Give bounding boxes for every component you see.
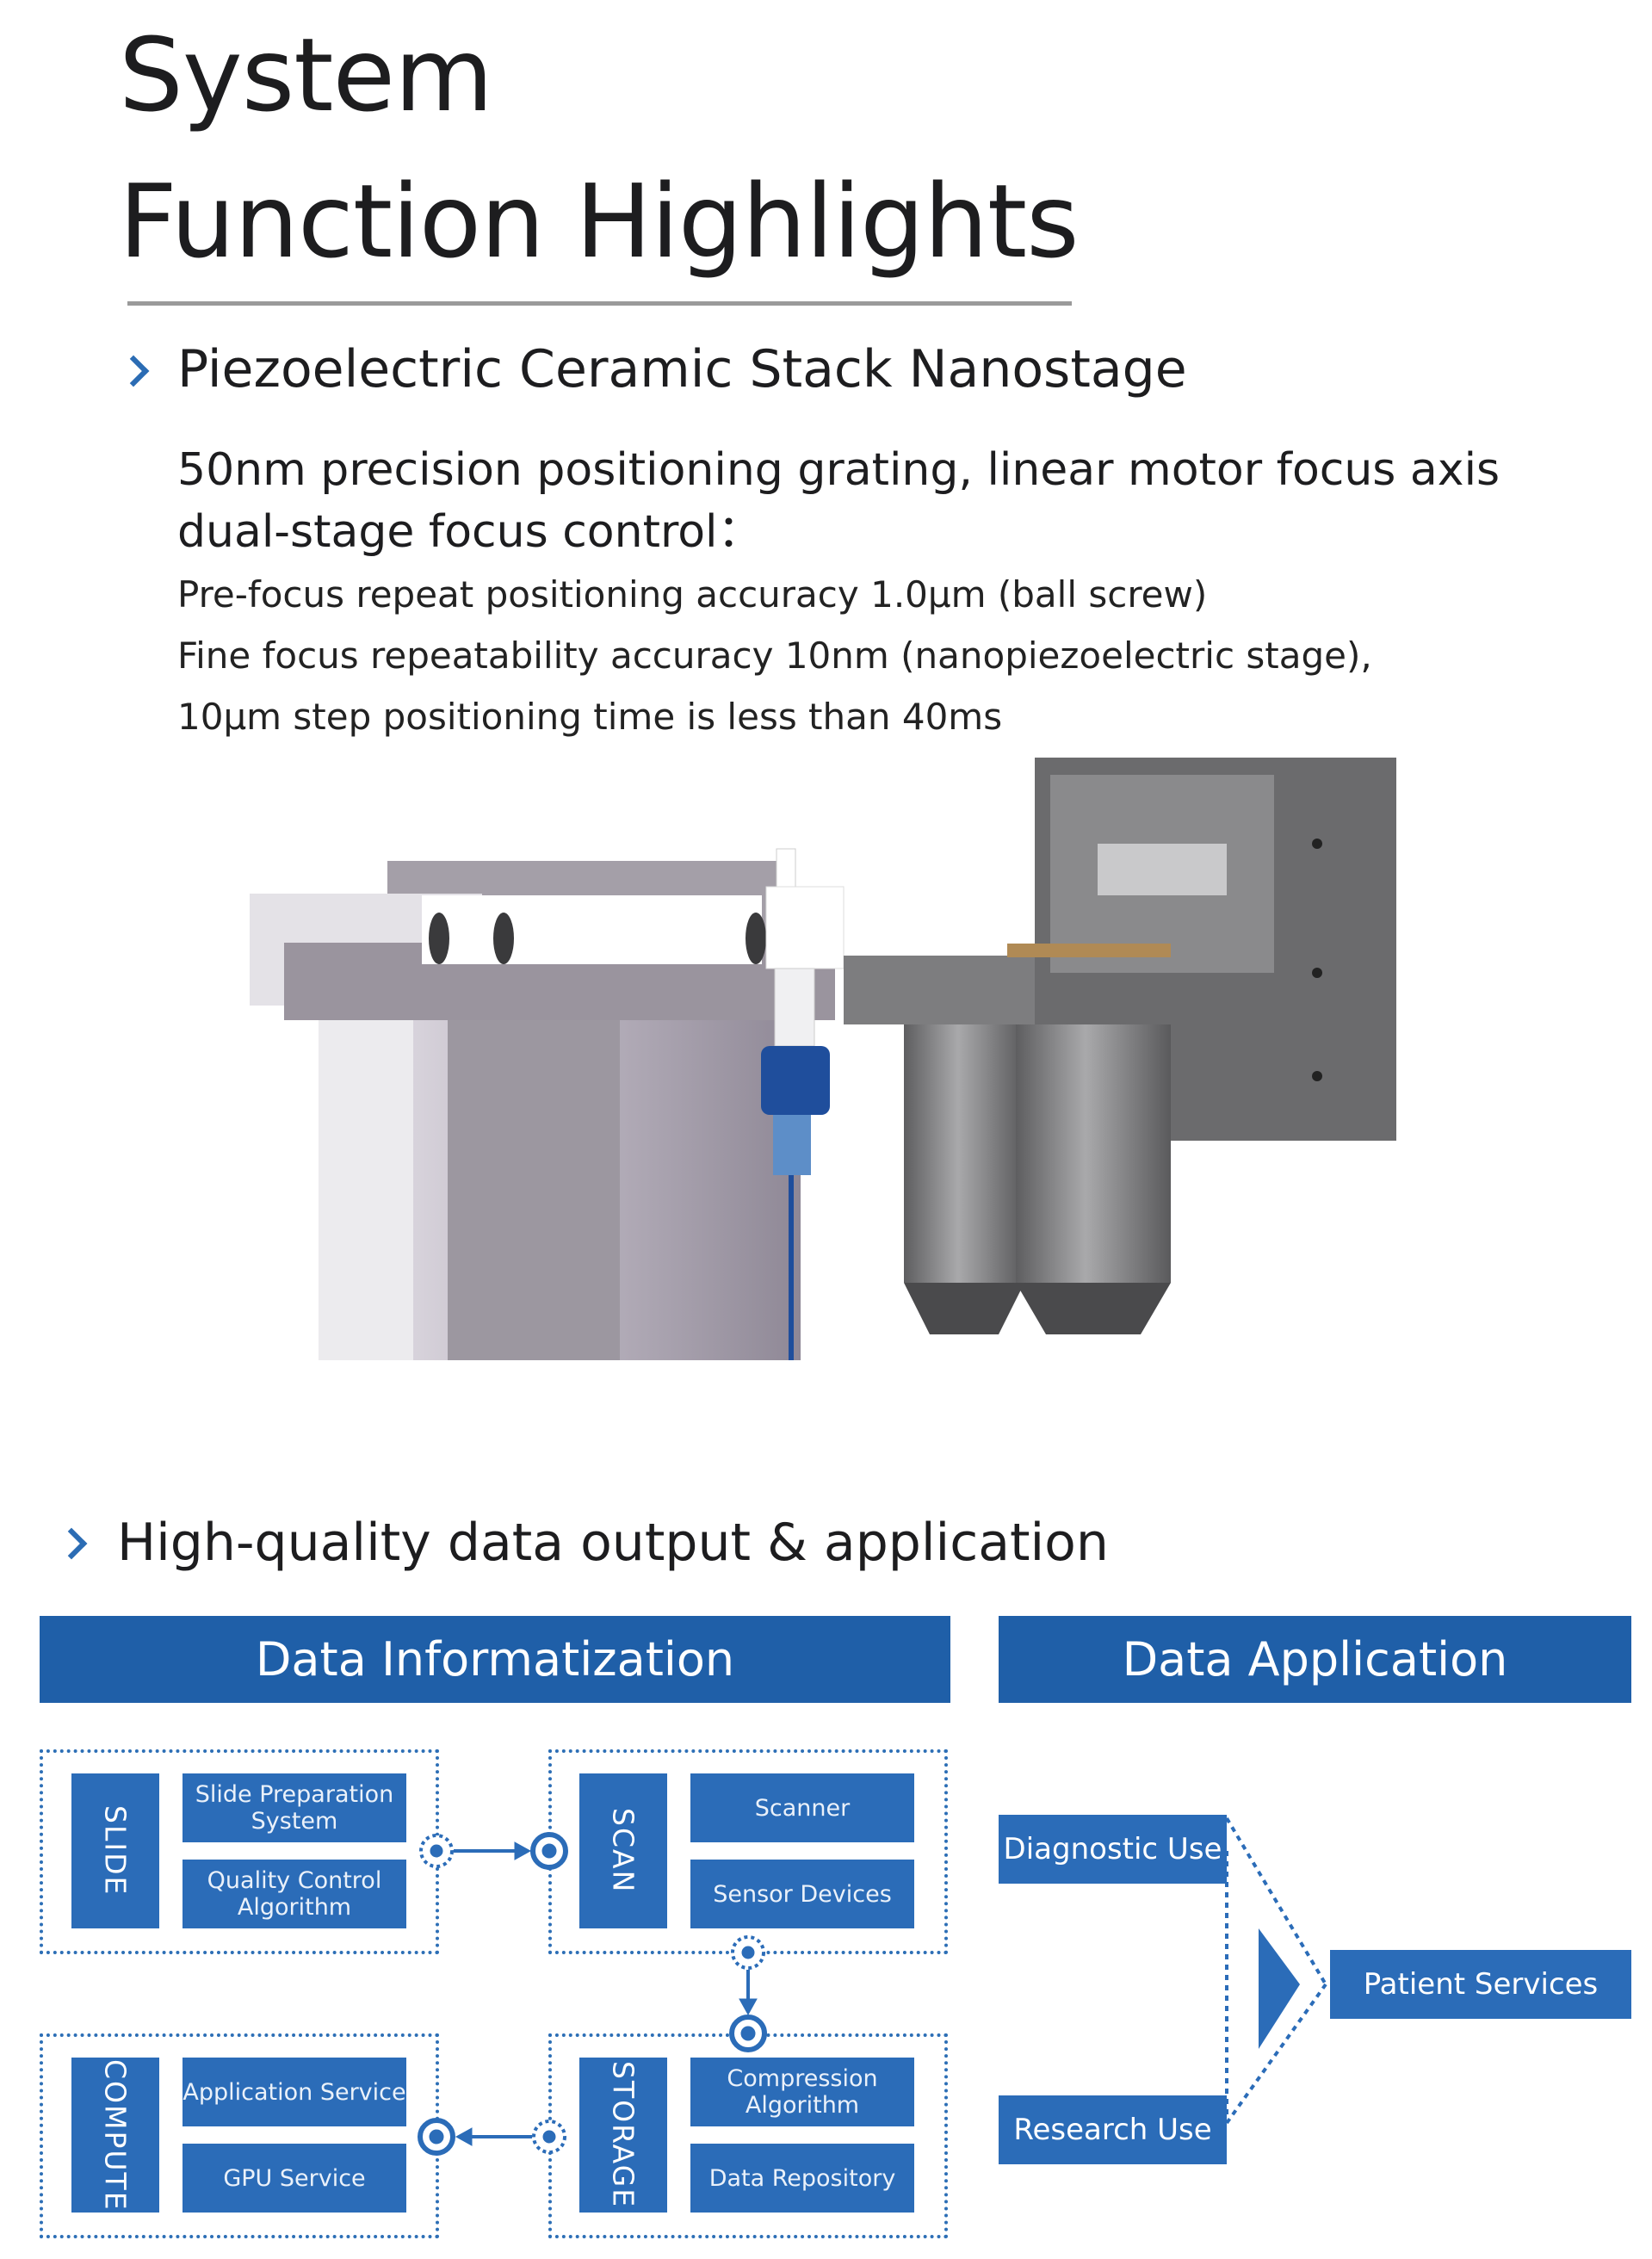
patient-services-box: Patient Services	[1330, 1950, 1631, 2019]
compression-box: Compression Algorithm	[690, 2058, 914, 2126]
page-title-line1: System	[119, 15, 493, 134]
section1-lead-line2: dual-stage focus control：	[177, 506, 763, 558]
section1-detail-line3: 10μm step positioning time is less than …	[177, 696, 1003, 738]
diagnostic-use-box: Diagnostic Use	[999, 1815, 1227, 1884]
page-title-line2: Function Highlights	[119, 162, 1080, 281]
section1-detail-line1: Pre-focus repeat positioning accuracy 1.…	[177, 573, 1208, 616]
section1-lead-line1: 50nm precision positioning grating, line…	[177, 444, 1500, 496]
chevron-right-icon	[55, 1527, 88, 1560]
quality-control-box: Quality Control Algorithm	[183, 1860, 406, 1928]
section1-detail-line2: Fine focus repeatability accuracy 10nm (…	[177, 634, 1372, 677]
slide-prep-box: Slide Preparation System	[183, 1773, 406, 1842]
research-use-box: Research Use	[999, 2095, 1227, 2164]
nanostage-illustration	[250, 758, 1396, 1360]
data-informatization-header: Data Informatization	[40, 1616, 950, 1703]
gpu-service-box: GPU Service	[183, 2144, 406, 2213]
section1-heading: Piezoelectric Ceramic Stack Nanostage	[177, 339, 1187, 399]
chevron-right-icon	[117, 355, 150, 387]
compute-label: COMPUTE	[71, 2058, 159, 2213]
data-repository-box: Data Repository	[690, 2144, 914, 2213]
section2-heading: High-quality data output & application	[117, 1513, 1109, 1573]
sensor-devices-box: Sensor Devices	[690, 1860, 914, 1928]
data-application-header: Data Application	[999, 1616, 1631, 1703]
scanner-box: Scanner	[690, 1773, 914, 1842]
slide-label: SLIDE	[71, 1773, 159, 1928]
title-divider	[127, 301, 1072, 306]
storage-label: STORAGE	[579, 2058, 667, 2213]
scan-label: SCAN	[579, 1773, 667, 1928]
application-service-box: Application Service	[183, 2058, 406, 2126]
